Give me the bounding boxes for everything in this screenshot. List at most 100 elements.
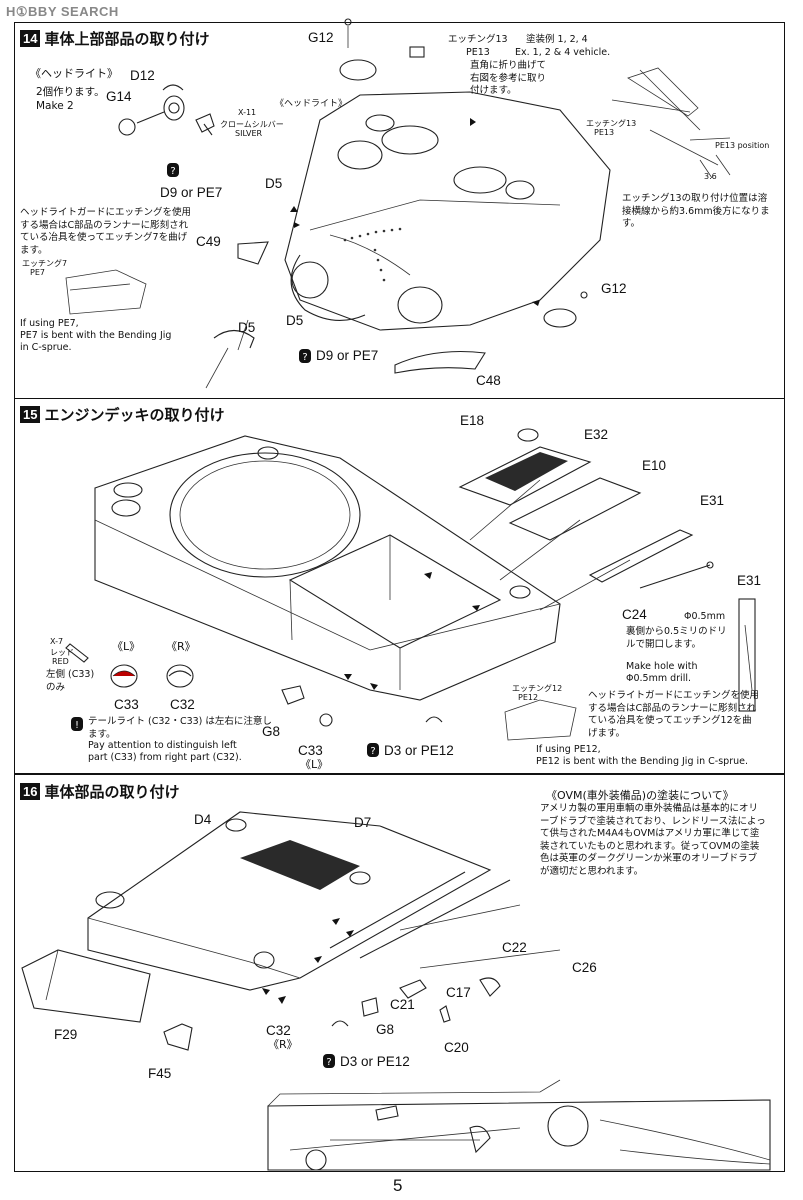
step-15-title: エンジンデッキの取り付け <box>44 406 225 424</box>
part-d12: D12 <box>130 68 155 83</box>
step-16-header: 16 車体部品の取り付け <box>20 781 179 802</box>
pe7-label-en: PE7 <box>30 268 45 277</box>
part-e31: E31 <box>700 493 725 508</box>
part-e18: E18 <box>460 413 485 428</box>
taillight-note-en-1: Pay attention to distinguish left <box>88 740 237 751</box>
part-c26: C26 <box>572 960 597 975</box>
paint-name-jp: クロームシルバー <box>220 120 284 129</box>
pe7-note-en-1: If using PE7, <box>20 318 79 329</box>
pe13-scheme-en: Ex. 1, 2 & 4 vehicle. <box>515 47 611 58</box>
make-two-en: Make 2 <box>36 100 74 112</box>
part-c32: C32 <box>170 697 195 712</box>
right-mark: 《R》 <box>166 640 196 653</box>
pe12-label-jp: エッチング12 <box>512 684 563 693</box>
headlight-callout: 《ヘッドライト》 <box>275 99 348 109</box>
step-16-panel <box>14 774 785 1172</box>
part-c20: C20 <box>444 1040 469 1055</box>
taillight-note-jp: テールライト (C32・C33) は左右に注意します。 <box>88 716 272 740</box>
step-14-title: 車体上部部品の取り付け <box>44 30 210 48</box>
engine-deck-drawing <box>65 428 756 741</box>
svg-text:!: ! <box>75 720 79 731</box>
part-g8: G8 <box>262 724 281 739</box>
part-e32: E32 <box>584 427 609 442</box>
drill-note-en-1: Make hole with <box>626 661 698 672</box>
paint-code-x7: X-7 <box>50 637 64 646</box>
pe13-position-label: PE13 position <box>715 141 770 150</box>
step-14-header: 14 車体上部部品の取り付け <box>20 28 209 49</box>
part-c24: C24 <box>622 607 647 622</box>
part-d9-pe7-top: D9 or PE7 <box>160 185 223 200</box>
paint-name-en: SILVER <box>235 129 263 138</box>
part-d5-top: D5 <box>265 176 283 191</box>
pe12-note-en-1: If using PE12, <box>536 744 601 755</box>
pe13-head-en: PE13 <box>466 47 490 58</box>
pe12-note-en-2: PE12 is bent with the Bending Jig in C-s… <box>536 756 749 767</box>
part-f45: F45 <box>148 1066 172 1081</box>
pe7-note-jp: ヘッドライトガードにエッチングを使用する場合はC部品のランナーに彫刻されている冶… <box>20 207 192 256</box>
part-d7: D7 <box>354 815 372 830</box>
caution-icon: ? <box>299 349 311 363</box>
caution-icon: ? <box>167 163 179 177</box>
part-c22: C22 <box>502 940 527 955</box>
caution-icon: ? <box>367 743 379 757</box>
part-e31-side: E31 <box>737 573 762 588</box>
drill-note-jp: 裏側から0.5ミリのドリルで開口します。 <box>626 626 727 650</box>
pe13-head-jp: エッチング13 <box>448 34 508 45</box>
part-e10: E10 <box>642 458 667 473</box>
pe12-note-jp: ヘッドライトガードにエッチングを使用する場合はC部品のランナーに彫刻されている冶… <box>588 690 760 739</box>
part-g8-16: G8 <box>376 1022 395 1037</box>
left-mark: 《L》 <box>112 640 141 653</box>
part-c49: C49 <box>196 234 221 249</box>
part-g12-top: G12 <box>308 30 334 45</box>
step-14-number: 14 <box>20 30 41 47</box>
step-15-header: 15 エンジンデッキの取り付け <box>20 404 224 425</box>
drill-size: Φ0.5mm <box>684 611 726 622</box>
page-number: 5 <box>393 1176 403 1195</box>
step-14-panel <box>14 22 785 399</box>
c33-only-1: 左側 (C33) <box>46 669 95 680</box>
part-f29: F29 <box>54 1027 78 1042</box>
pe7-label-jp: エッチング7 <box>22 259 68 268</box>
pe7-note-en-3: in C-sprue. <box>20 342 72 353</box>
pe13-note-jp: 直角に折り曲げて右図を参考に取り付けます。 <box>470 60 547 96</box>
c33-only-2: のみ <box>46 682 66 693</box>
left-mark-bottom: 《L》 <box>300 758 329 771</box>
svg-text:?: ? <box>326 1057 331 1068</box>
paint-red-en: RED <box>52 657 69 666</box>
drill-note-en-2: Φ0.5mm drill. <box>626 673 691 684</box>
part-c33: C33 <box>114 697 139 712</box>
watermark-logo: H①BBY SEARCH <box>6 4 119 19</box>
part-c48: C48 <box>476 373 501 388</box>
step-16-title: 車体部品の取り付け <box>44 783 180 801</box>
ovm-text: アメリカ製の軍用車輌の車外装備品は基本的にオリーブドラブで塗装されており、レンド… <box>540 803 766 877</box>
part-c21: C21 <box>390 997 415 1012</box>
part-g12-right: G12 <box>601 281 627 296</box>
part-c17: C17 <box>446 985 471 1000</box>
headlight-title: 《ヘッドライト》 <box>30 67 118 80</box>
make-two-jp: 2個作ります。 <box>36 86 105 98</box>
pe13-side-en: PE13 <box>594 128 615 137</box>
caution-icon: ? <box>323 1054 335 1068</box>
svg-text:?: ? <box>370 746 375 757</box>
svg-text:?: ? <box>302 352 307 363</box>
part-c32-16: C32 <box>266 1023 291 1038</box>
ovm-title: 《OVM(車外装備品)の塗装について》 <box>546 789 734 802</box>
hull-upper-drawing <box>65 18 731 389</box>
part-d3-pe12: D3 or PE12 <box>384 743 454 758</box>
part-c33-bottom: C33 <box>298 743 323 758</box>
pe13-scheme-jp: 塗装例 1, 2, 4 <box>526 34 588 45</box>
pe13-side-jp: エッチング13 <box>586 119 637 128</box>
pe7-note-en-2: PE7 is bent with the Bending Jig <box>20 330 172 341</box>
paint-red-jp: レッド <box>50 648 74 657</box>
step-16-number: 16 <box>20 783 41 800</box>
paint-code-x11: X-11 <box>238 108 257 117</box>
pe13-dimension: 3.6 <box>704 172 717 181</box>
step-15-number: 15 <box>20 406 41 423</box>
part-d5-lower: D5 <box>286 313 304 328</box>
pe13-position-note: エッチング13の取り付け位置は溶接横線から約3.6mm後方になります。 <box>622 193 770 229</box>
part-d3-pe12-16: D3 or PE12 <box>340 1054 410 1069</box>
part-g14: G14 <box>106 89 132 104</box>
right-mark-16: 《R》 <box>268 1038 298 1051</box>
pe12-label-en: PE12 <box>518 693 539 702</box>
